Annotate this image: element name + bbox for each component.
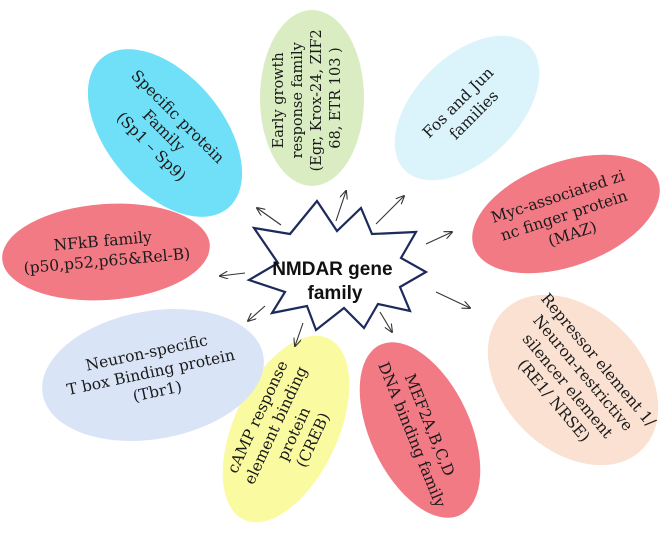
arrow-to-creb (295, 322, 304, 346)
node-egr-line-3: (Egr, Krox-24, ZIF2 (309, 29, 325, 171)
svg-text:Early growth response fa: Early growth response family (Egr, Krox-… (271, 25, 344, 172)
arrow-to-tbr (248, 305, 266, 321)
arrow-to-mef (379, 311, 392, 332)
node-egr: Early growth response family (Egr, Krox-… (260, 10, 364, 186)
node-maz-shape (472, 154, 660, 274)
arrow-to-egr (335, 191, 346, 222)
node-maz: Myc-associated zi nc finger protein (MAZ… (472, 154, 660, 274)
node-egr-line-2: response family (290, 41, 306, 158)
node-creb: cAMP response element binding protein (C… (222, 335, 350, 523)
node-egr-line-1: Early growth (271, 52, 287, 148)
starburst-shape (246, 199, 429, 332)
node-fos: Fos and Jun families (394, 35, 540, 181)
node-egr-line-4: 68, ETR 103 ) (328, 47, 344, 148)
arrow-to-maz (425, 232, 452, 245)
node-nfkb: NFkB family (p50,p52,p65&Rel-B) (2, 203, 210, 301)
node-re1: Repressor element 1/ Neuron-restrictive … (487, 290, 660, 466)
svg-text:NMDAR gene family: NMDAR gene family (272, 259, 398, 304)
node-egr-shape (260, 10, 364, 186)
node-re1-shape (487, 294, 659, 466)
node-sp-shape (87, 49, 243, 217)
connector-arrows (220, 191, 470, 346)
node-tbr: Neuron-specific T box Binding protein (T… (42, 309, 264, 441)
node-mef-shape (359, 342, 481, 518)
node-fos-shape (394, 35, 540, 181)
center-label-line-2: family (308, 283, 363, 304)
node-tbr-shape (42, 309, 264, 441)
center-starburst: NMDAR gene family (246, 199, 429, 332)
arrow-to-re1 (435, 291, 470, 308)
arrow-to-fos (375, 196, 404, 225)
center-label-line-1: NMDAR gene (272, 259, 392, 280)
node-nfkb-shape (2, 203, 210, 301)
arrow-to-nfkb (220, 273, 246, 276)
node-mef: MEF2A,B,C,D DNA binding family (359, 342, 481, 518)
arrow-to-sp (257, 208, 282, 226)
